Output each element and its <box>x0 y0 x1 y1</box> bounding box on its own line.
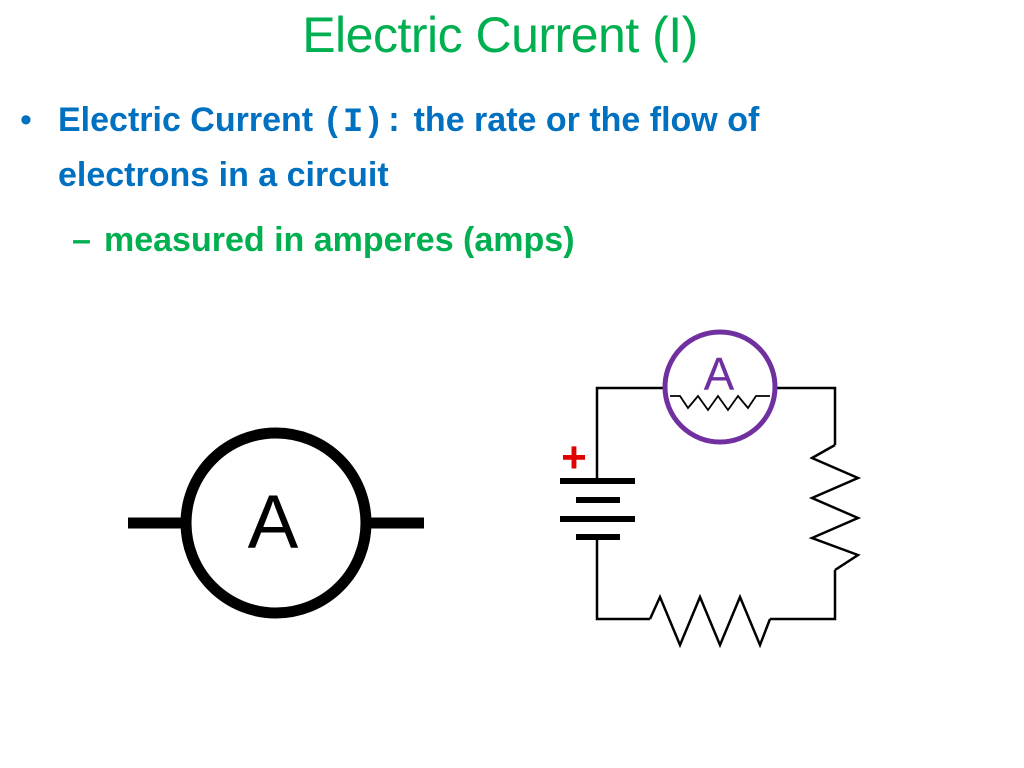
sub-bullet-text: measured in amperes (amps) <box>104 221 575 259</box>
slide-title: Electric Current (I) <box>302 7 698 63</box>
circuit-diagram <box>560 329 862 649</box>
bullet-definition: the rate or the flow of electrons in a c… <box>58 101 760 194</box>
resistor-right <box>808 443 862 572</box>
sub-bullet-marker: – <box>72 221 91 259</box>
bullet-term: Electric Current <box>58 101 323 139</box>
bullet-marker: • <box>20 101 32 139</box>
ammeter-ring <box>180 427 372 619</box>
circuit-ammeter-zigzag <box>670 394 770 412</box>
ammeter-symbol: A <box>128 427 424 619</box>
circuit-wire-bottom-left <box>595 537 650 621</box>
resistor-bottom <box>648 593 772 649</box>
circuit-wire-right-bottom <box>770 570 837 621</box>
circuit-wire-top-right <box>776 386 837 445</box>
circuit-ammeter-letter: A <box>704 348 735 400</box>
ammeter-letter: A <box>248 480 299 565</box>
circuit-ammeter-ring <box>662 329 778 445</box>
circuit-wire-top-left <box>595 386 664 478</box>
bullet-symbol: (I): <box>322 104 405 142</box>
bullet-text: Electric Current (I): the rate or the fl… <box>58 94 918 201</box>
positive-sign: + <box>561 433 587 482</box>
